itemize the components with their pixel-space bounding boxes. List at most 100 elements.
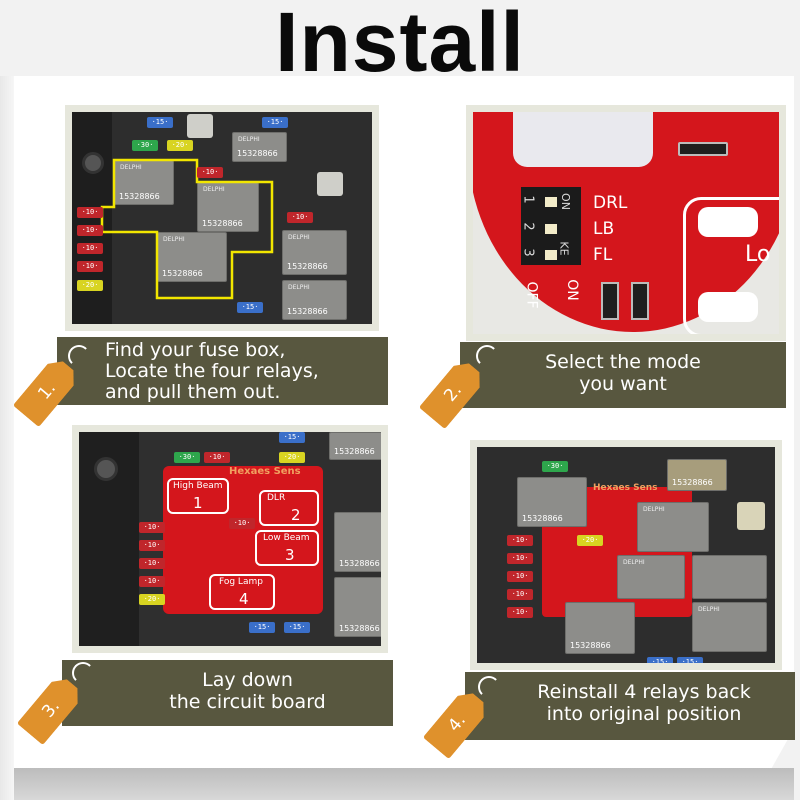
- step-3-number: 3.: [38, 696, 64, 722]
- fuse: ·15·: [647, 657, 673, 663]
- fuse: ·30·: [174, 452, 200, 463]
- switch-number-2: 2: [520, 222, 536, 231]
- tag-ring-icon: [478, 676, 500, 698]
- fuse: ·10·: [77, 225, 103, 236]
- fuse: ·10·: [204, 452, 230, 463]
- fuse: ·10·: [507, 535, 533, 546]
- step-2-line-2: you want: [579, 373, 667, 395]
- fuse: ·15·: [147, 117, 173, 128]
- fuse: ·10·: [287, 212, 313, 223]
- background-strip: [0, 76, 14, 800]
- fuse: ·15·: [262, 117, 288, 128]
- fuse: ·10·: [229, 518, 255, 529]
- step-4-number: 4.: [444, 710, 470, 736]
- step-3-line-2: the circuit board: [169, 691, 326, 713]
- step-3-photo-frame: Hexaes Sens High Beam 1 DLR 2 Low Beam 3 Fo…: [72, 425, 388, 653]
- label-off: OFF: [523, 281, 540, 309]
- label-drl: DRL: [593, 193, 628, 213]
- relay: 15328866: [517, 477, 587, 527]
- fuse: ·10·: [507, 589, 533, 600]
- relay: 15328866: [667, 459, 727, 491]
- step-4-photo-frame: Hexaes Sens 15328866 DELPHI DELPHI 15328…: [470, 440, 782, 670]
- step-4-line-2: into original position: [546, 703, 742, 725]
- fuse: ·30·: [542, 461, 568, 472]
- label-on: ON: [563, 279, 580, 301]
- circuit-board-photo: Hexaes Sens High Beam 1 DLR 2 Low Beam 3 Fo…: [79, 432, 381, 646]
- pcb-brand: Hexaes Sens: [593, 483, 658, 493]
- card-shadow: [14, 768, 794, 800]
- dip-switch[interactable]: 1 2 3 ON KE: [521, 187, 581, 265]
- slot-4-label: Fog Lamp: [219, 577, 263, 587]
- switch-mark-on: ON: [558, 193, 572, 210]
- fuse: ·10·: [77, 261, 103, 272]
- fuse: ·10·: [507, 553, 533, 564]
- slot-1-number: 1: [193, 494, 203, 512]
- pcb-brand: Hexaes Sens: [229, 466, 301, 477]
- switch-mark-ke: KE: [557, 241, 571, 256]
- step-2-caption: Select the mode you want: [460, 342, 786, 408]
- fuse: ·10·: [77, 207, 103, 218]
- fuse: ·10·: [507, 607, 533, 618]
- step-3-line-1: Lay down: [202, 669, 293, 691]
- fuse: ·10·: [139, 522, 165, 533]
- fuse: ·15·: [249, 622, 275, 633]
- mode-switch-photo: 1 2 3 ON KE DRL LB FL OFF ON Lo: [473, 112, 779, 334]
- fuse: ·10·: [197, 167, 223, 178]
- step-4-caption: Reinstall 4 relays back into original po…: [465, 672, 795, 740]
- fuse: ·20·: [167, 140, 193, 151]
- relay: 15328866: [565, 602, 635, 654]
- label-fl: FL: [593, 245, 613, 265]
- tag-ring-icon: [476, 345, 498, 367]
- fuse: ·15·: [237, 302, 263, 313]
- tag-ring-icon: [68, 345, 90, 367]
- fuse: ·20·: [77, 280, 103, 291]
- fuse: ·10·: [139, 540, 165, 551]
- fuse: ·10·: [139, 576, 165, 587]
- slot-3-label: Low Beam: [263, 533, 310, 543]
- fuse: ·15·: [284, 622, 310, 633]
- step-3-caption: Lay down the circuit board: [62, 660, 393, 726]
- relay: DELPHI: [692, 602, 767, 652]
- fuse: ·10·: [139, 558, 165, 569]
- relay: [692, 555, 767, 599]
- switch-number-1: 1: [520, 195, 536, 204]
- fuse: ·10·: [77, 243, 103, 254]
- fuse: ·15·: [677, 657, 703, 663]
- step-1-line-2: Locate the four relays,: [105, 360, 319, 382]
- reinstalled-relays-photo: Hexaes Sens 15328866 DELPHI DELPHI 15328…: [477, 447, 775, 663]
- fuse: ·20·: [279, 452, 305, 463]
- relay: 15328866: [334, 512, 381, 572]
- relay: DELPHI: [637, 502, 709, 552]
- tag-ring-icon: [72, 662, 94, 684]
- slot-2-label: DLR: [267, 493, 286, 503]
- step-2-line-1: Select the mode: [545, 351, 701, 373]
- step-4-line-1: Reinstall 4 relays back: [537, 681, 751, 703]
- relay: 15328866: [329, 432, 381, 460]
- page-title: Install: [275, 0, 525, 89]
- step-2-number: 2.: [440, 380, 466, 406]
- slot-4-number: 4: [239, 590, 249, 608]
- step-2-photo-frame: 1 2 3 ON KE DRL LB FL OFF ON Lo: [466, 105, 786, 341]
- fuse: ·20·: [139, 594, 165, 605]
- label-low-beam-partial: Lo: [745, 242, 771, 267]
- relay: 15328866: [334, 577, 381, 637]
- step-1-caption: Find your fuse box, Locate the four rela…: [57, 337, 388, 405]
- step-1-line-3: and pull them out.: [105, 381, 281, 403]
- step-1-number: 1.: [34, 378, 60, 404]
- relay-highlight-outline: [100, 158, 274, 300]
- relay: DELPHI: [617, 555, 685, 599]
- slot-1-label: High Beam: [173, 481, 223, 491]
- step-1-line-1: Find your fuse box,: [105, 339, 286, 361]
- fuse: ·10·: [507, 571, 533, 582]
- fuse: ·20·: [577, 535, 603, 546]
- slot-3-number: 3: [285, 546, 295, 564]
- slot-2-number: 2: [291, 506, 301, 524]
- switch-number-3: 3: [520, 248, 536, 257]
